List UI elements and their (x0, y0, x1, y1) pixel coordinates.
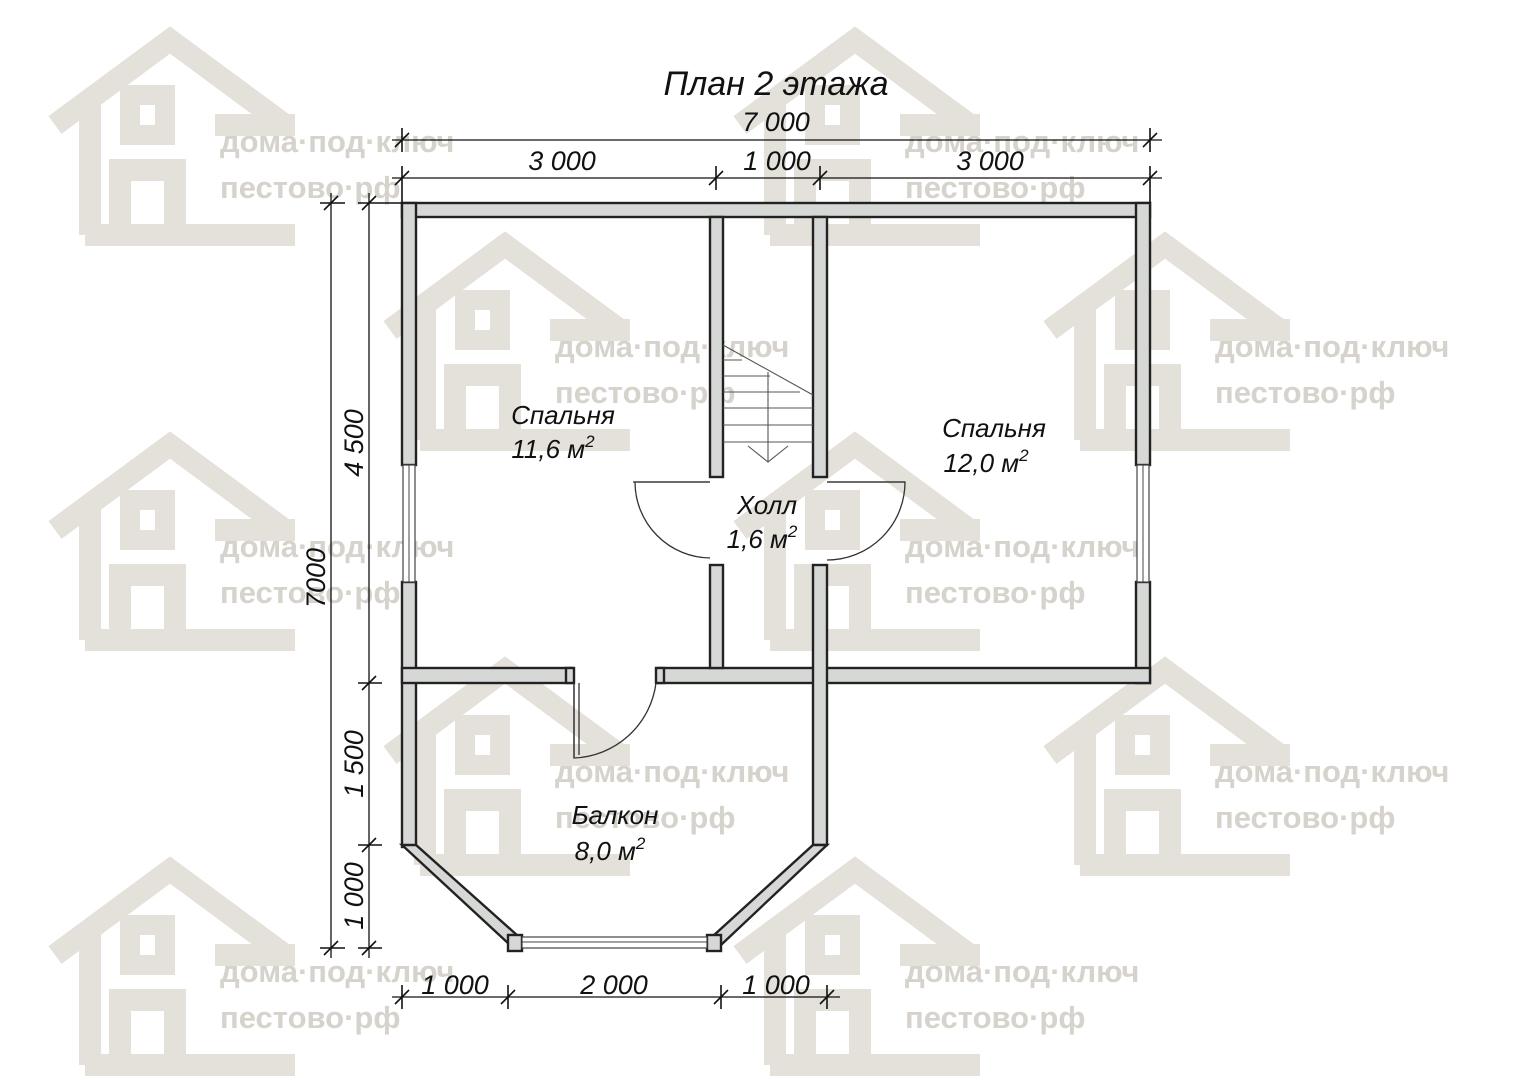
watermark-logo: дома·под·ключ пестово·рф (55, 870, 454, 1065)
dim-top-right: 3 000 (956, 146, 1024, 176)
dim-bottom-mid: 2 000 (579, 970, 648, 1000)
room-labels: Спальня 11,6 м2 Спальня 12,0 м2 Холл 1,6… (511, 400, 1046, 866)
watermark-logo: дома·под·ключ пестово·рф (740, 870, 1139, 1065)
room-name-balcony: Балкон (572, 800, 659, 830)
plan-title: План 2 этажа (663, 65, 888, 103)
room-name-bedroom-1: Спальня (511, 400, 615, 430)
watermark-logo: дома·под·ключ пестово·рф (740, 445, 1139, 640)
room-name-hall: Холл (736, 490, 797, 520)
watermark-line-2: пестово·рф (220, 575, 400, 610)
dim-top-mid: 1 000 (743, 146, 811, 176)
watermark-line-1: дома·под·ключ (220, 124, 454, 159)
staircase (722, 344, 814, 463)
room-area-hall: 1,6 м2 (727, 522, 798, 554)
watermark-logo: дома·под·ключ пестово·рф (390, 245, 789, 440)
room-area-bedroom-2: 12,0 м2 (943, 446, 1029, 478)
watermark-line-2: пестово·рф (905, 575, 1085, 610)
watermark-line-2: пестово·рф (905, 170, 1085, 205)
watermark-logo: дома·под·ключ пестово·рф (1050, 245, 1449, 440)
doors (573, 481, 906, 759)
dim-left-lower: 1 000 (339, 862, 369, 930)
windows (402, 464, 1150, 949)
watermark-line-1: дома·под·ключ (1215, 329, 1449, 364)
watermark-line-2: пестово·рф (555, 375, 735, 410)
watermark-line-1: дома·под·ключ (555, 329, 789, 364)
room-area-balcony: 8,0 м2 (575, 834, 646, 866)
watermark-line-1: дома·под·ключ (1215, 754, 1449, 789)
dim-left-upper: 4 500 (339, 409, 369, 477)
watermark-line-1: дома·под·ключ (555, 754, 789, 789)
watermark-logo: дома·под·ключ пестово·рф (390, 670, 789, 865)
room-name-bedroom-2: Спальня (942, 413, 1046, 443)
watermark-line-2: пестово·рф (555, 800, 735, 835)
dim-left-total: 7000 (301, 548, 331, 608)
dim-bottom-left: 1 000 (421, 970, 489, 1000)
dim-left-mid: 1 500 (339, 730, 369, 798)
watermark-line-2: пестово·рф (1215, 375, 1395, 410)
watermark-line-2: пестово·рф (220, 1000, 400, 1035)
watermark-layer: дома·под·ключ пестово·рф дома·под·ключ пест… (55, 40, 1449, 1065)
watermark-line-2: пестово·рф (220, 170, 400, 205)
watermark-logo: дома·под·ключ пестово·рф (1050, 670, 1449, 865)
dim-top-total: 7 000 (742, 107, 810, 137)
dimensions: 7 000 3 000 1 000 3 000 7000 4 500 1 500 (301, 107, 1162, 1009)
watermark-line-2: пестово·рф (905, 1000, 1085, 1035)
room-area-bedroom-1: 11,6 м2 (511, 432, 595, 464)
watermark-logo: дома·под·ключ пестово·рф (55, 40, 454, 235)
watermark-logo: дома·под·ключ пестово·рф (740, 40, 1139, 235)
watermark-line-1: дома·под·ключ (220, 529, 454, 564)
watermark-line-1: дома·под·ключ (905, 529, 1139, 564)
watermark-logo: дома·под·ключ пестово·рф (55, 445, 454, 640)
dim-top-left: 3 000 (528, 146, 596, 176)
watermark-line-1: дома·под·ключ (905, 124, 1139, 159)
watermark-line-1: дома·под·ключ (905, 954, 1139, 989)
watermark-line-2: пестово·рф (1215, 800, 1395, 835)
watermark-line-1: дома·под·ключ (220, 954, 454, 989)
dim-bottom-right: 1 000 (742, 970, 810, 1000)
